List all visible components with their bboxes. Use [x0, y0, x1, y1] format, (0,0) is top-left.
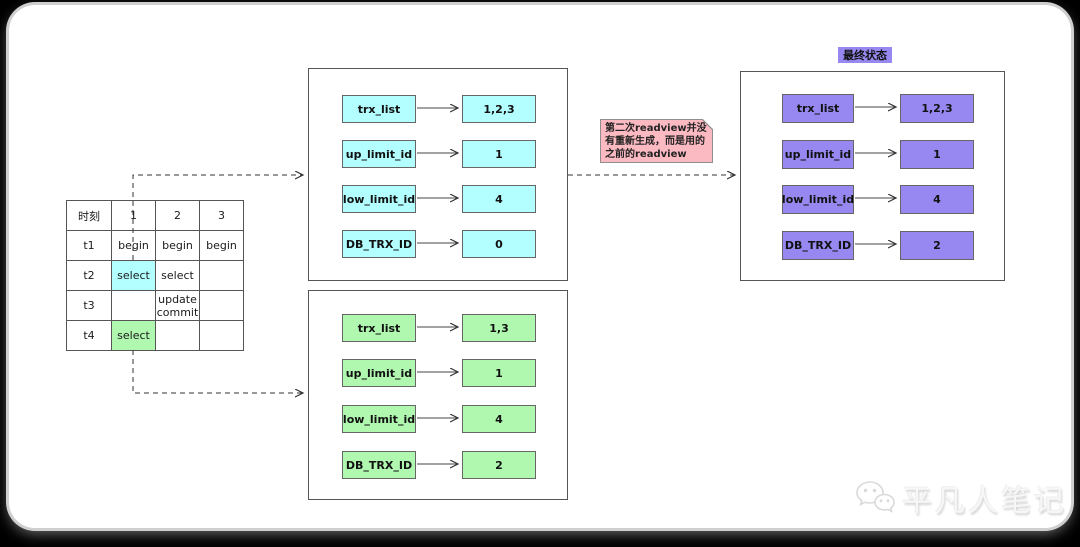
- field-label: DB_TRX_ID: [342, 451, 416, 479]
- field-value: 4: [900, 185, 974, 214]
- cell-t4-trx1-select-highlighted: select: [111, 320, 156, 351]
- field-label: trx_list: [342, 314, 416, 342]
- field-value: 4: [462, 405, 536, 433]
- readview-field-row: DB_TRX_ID 2: [309, 451, 567, 479]
- readview-field-row: low_limit_id 4: [309, 185, 567, 213]
- field-label: up_limit_id: [342, 359, 416, 387]
- field-value: 1: [462, 140, 536, 168]
- cell-t1-trx2: begin: [155, 230, 200, 261]
- cell-t3-trx1: [111, 290, 156, 321]
- field-label: up_limit_id: [342, 140, 416, 168]
- readview-field-row: DB_TRX_ID 2: [741, 231, 1004, 260]
- field-value: 0: [462, 230, 536, 258]
- cell-t2: t2: [66, 260, 112, 291]
- field-value: 2: [900, 231, 974, 260]
- readview-box-final-state: trx_list 1,2,3 up_limit_id 1 low_limit_i…: [740, 71, 1005, 281]
- watermark: 平凡人笔记: [854, 476, 1067, 520]
- field-value: 4: [462, 185, 536, 213]
- cell-t3-trx2: update commit: [155, 290, 200, 321]
- header-time: 时刻: [66, 200, 112, 231]
- cell-t2-trx2: select: [155, 260, 200, 291]
- wechat-icon: [856, 481, 895, 513]
- field-label: up_limit_id: [782, 140, 854, 169]
- table-row: t3 update commit: [66, 290, 244, 321]
- cell-t1: t1: [66, 230, 112, 261]
- field-label: low_limit_id: [342, 185, 416, 213]
- table-row: t2 select select: [66, 260, 244, 291]
- readview-field-row: trx_list 1,3: [309, 314, 567, 342]
- cell-t4-trx2: [155, 320, 200, 351]
- annotation-note: 第二次readview并没有重新生成，而是用的之前的readview: [600, 119, 713, 163]
- field-value: 1,3: [462, 314, 536, 342]
- readview-field-row: low_limit_id 4: [309, 405, 567, 433]
- readview-field-row: DB_TRX_ID 0: [309, 230, 567, 258]
- timeline-table: 时刻 1 2 3 t1 begin begin begin t2 select …: [66, 200, 244, 351]
- field-value: 1,2,3: [462, 95, 536, 123]
- header-trx-3: 3: [199, 200, 244, 231]
- readview-field-row: low_limit_id 4: [741, 185, 1004, 214]
- field-label: trx_list: [342, 95, 416, 123]
- field-label: DB_TRX_ID: [782, 231, 854, 260]
- cell-t2-trx3: [199, 260, 244, 291]
- field-label: low_limit_id: [342, 405, 416, 433]
- header-trx-1: 1: [111, 200, 156, 231]
- cell-t3-trx3: [199, 290, 244, 321]
- cell-t1-trx3: begin: [199, 230, 244, 261]
- cell-t3: t3: [66, 290, 112, 321]
- header-trx-2: 2: [155, 200, 200, 231]
- readview-field-row: up_limit_id 1: [741, 140, 1004, 169]
- readview-field-row: trx_list 1,2,3: [741, 94, 1004, 123]
- readview-field-row: up_limit_id 1: [309, 359, 567, 387]
- field-value: 2: [462, 451, 536, 479]
- table-header-row: 时刻 1 2 3: [66, 200, 244, 231]
- cell-t2-trx1-select-highlighted: select: [111, 260, 156, 291]
- readview-box-t2: trx_list 1,2,3 up_limit_id 1 low_limit_i…: [308, 68, 568, 281]
- note-text: 第二次readview并没有重新生成，而是用的之前的readview: [605, 123, 707, 160]
- note-fold-icon: [702, 119, 713, 130]
- field-label: DB_TRX_ID: [342, 230, 416, 258]
- cell-t4-trx3: [199, 320, 244, 351]
- cell-t1-trx1: begin: [111, 230, 156, 261]
- table-row: t4 select: [66, 320, 244, 351]
- field-value: 1: [462, 359, 536, 387]
- cell-t4: t4: [66, 320, 112, 351]
- table-row: t1 begin begin begin: [66, 230, 244, 261]
- watermark-text: 平凡人笔记: [902, 484, 1067, 519]
- readview-field-row: up_limit_id 1: [309, 140, 567, 168]
- final-state-title: 最终状态: [838, 47, 892, 63]
- field-value: 1,2,3: [900, 94, 974, 123]
- readview-field-row: trx_list 1,2,3: [309, 95, 567, 123]
- readview-box-t4: trx_list 1,3 up_limit_id 1 low_limit_id …: [308, 290, 568, 500]
- field-label: low_limit_id: [782, 185, 854, 214]
- field-value: 1: [900, 140, 974, 169]
- field-label: trx_list: [782, 94, 854, 123]
